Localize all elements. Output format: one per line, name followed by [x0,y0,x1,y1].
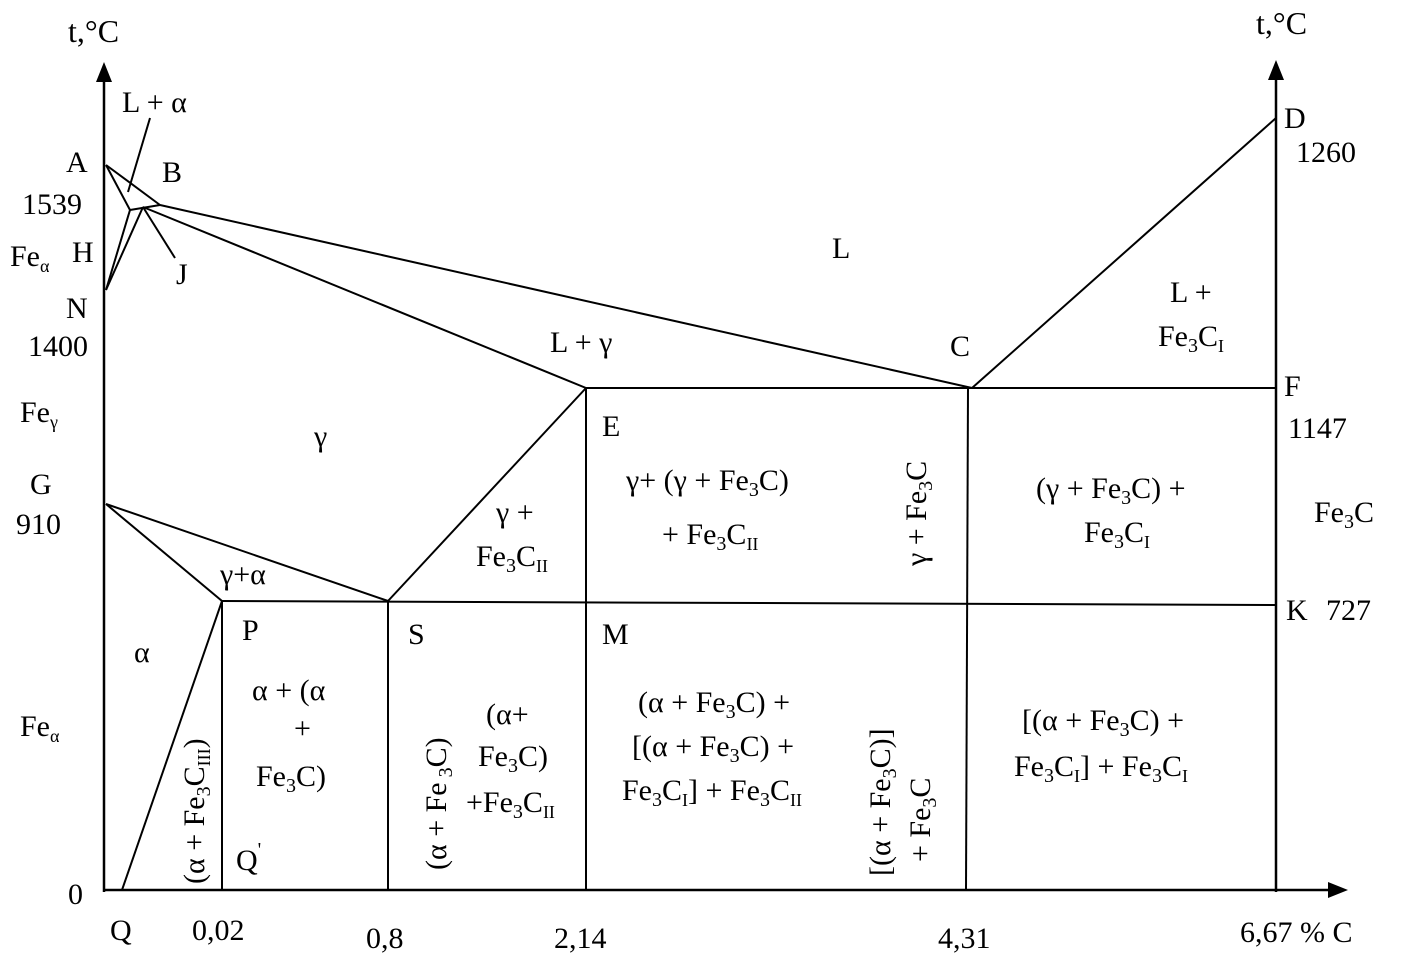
right-y-axis-arrow [1268,60,1284,80]
point-G: G [30,468,52,501]
region-L-gamma: L + γ [550,326,612,359]
point-Q: Q [110,914,132,947]
region-M-line1: (α + Fe3C) + [638,686,790,723]
region-P-line3: Fe3C) [256,760,326,797]
point-Q-prime: Q' [236,839,261,877]
line-E-S [387,387,587,602]
temp-910: 910 [16,508,61,541]
temp-727: 727 [1326,594,1371,627]
line-J-N [105,206,144,291]
point-M: M [602,618,629,651]
temp-1147: 1147 [1288,412,1347,445]
label-fe-alpha-bottom: Feα [20,710,60,746]
left-y-axis-arrow [96,62,112,82]
region-gamma-Fe3C2-line1: γ + [495,496,534,529]
region-431-vertical-line2: + Fe3C [904,778,941,862]
region-L-Fe3C-line1: L + [1170,276,1212,309]
region-gamma-Fe3C2-line2: Fe3CII [476,540,548,577]
line-A-H [105,164,131,211]
point-S: S [408,618,425,651]
region-right-upper-line1: (γ + Fe3C) + [1036,472,1186,509]
line-B-C [159,204,973,389]
point-E: E [602,410,620,443]
right-axis-title: t,°C [1256,5,1307,41]
point-N: N [66,292,88,325]
region-gamma: γ [313,420,327,453]
region-S-line1: (α+ [486,698,529,731]
line-G-S [105,503,389,602]
region-right-upper-line2: Fe3CI [1084,516,1150,553]
line-G-P [105,503,223,602]
region-431-vertical-line1: [(α + Fe3C)] [864,728,901,876]
line-P-K [221,600,1277,606]
line-C-vertical [965,387,969,891]
temp-0: 0 [68,878,83,911]
l-alpha-pointer [127,117,151,193]
line-J-lower [142,206,176,259]
comp-4-31: 4,31 [938,922,991,955]
point-K: K [1286,594,1308,627]
region-S-line3: +Fe3CII [466,786,555,823]
left-axis-title: t,°C [68,13,119,49]
region-gamma-alpha: γ+α [219,558,266,591]
axes [96,60,1348,898]
comp-2-14: 2,14 [554,922,607,955]
comp-0-8: 0,8 [366,922,404,955]
point-J: J [176,258,188,291]
point-B: B [162,156,182,189]
line-J-E [142,206,587,389]
point-D: D [1284,102,1306,135]
line-P-Q [121,600,223,891]
line-C-D [971,117,1277,389]
comp-0-02: 0,02 [192,914,245,947]
line-A-B [105,164,161,206]
temp-1539: 1539 [22,188,82,221]
region-L-Fe3C-line2: Fe3CI [1158,320,1224,357]
region-alpha-Fe3C-S-vertical: (α + Fe 3C) [420,737,457,870]
region-right-lower-line1: [(α + Fe3C) + [1022,704,1184,741]
region-L: L [832,232,850,265]
region-alpha: α [134,636,150,669]
region-M-line3: Fe3CI] + Fe3CII [622,774,802,811]
temp-1400: 1400 [28,330,88,363]
region-gamma-Fe3C-vertical: γ + Fe3C [900,461,937,567]
region-P-line2: + [294,712,311,745]
label-fe-alpha-top: Feα [10,240,50,276]
region-right-lower-line2: Fe3CI] + Fe3CI [1014,750,1188,787]
point-P: P [242,614,259,647]
point-A: A [66,146,88,179]
region-E-line1: γ+ (γ + Fe3C) [625,464,789,501]
region-S-line2: Fe3C) [478,740,548,777]
region-L-alpha: L + α [122,86,187,119]
temp-1260: 1260 [1296,136,1356,169]
line-H-N [105,209,131,291]
point-H: H [72,236,94,269]
label-fe-gamma: Feγ [20,396,58,432]
point-C: C [950,330,970,363]
region-E-line2: + Fe3CII [662,518,758,555]
x-axis-arrow [1328,882,1348,898]
region-alpha-Fe3C3-vertical: (α + Fe3CIII) [178,738,215,884]
comp-6-67: 6,67 % C [1240,916,1353,949]
label-fe3c-right: Fe3C [1314,496,1374,533]
region-M-line2: [(α + Fe3C) + [632,730,794,767]
phase-lines [105,117,1277,891]
point-F: F [1284,370,1301,403]
region-P-line1: α + (α [252,674,326,707]
